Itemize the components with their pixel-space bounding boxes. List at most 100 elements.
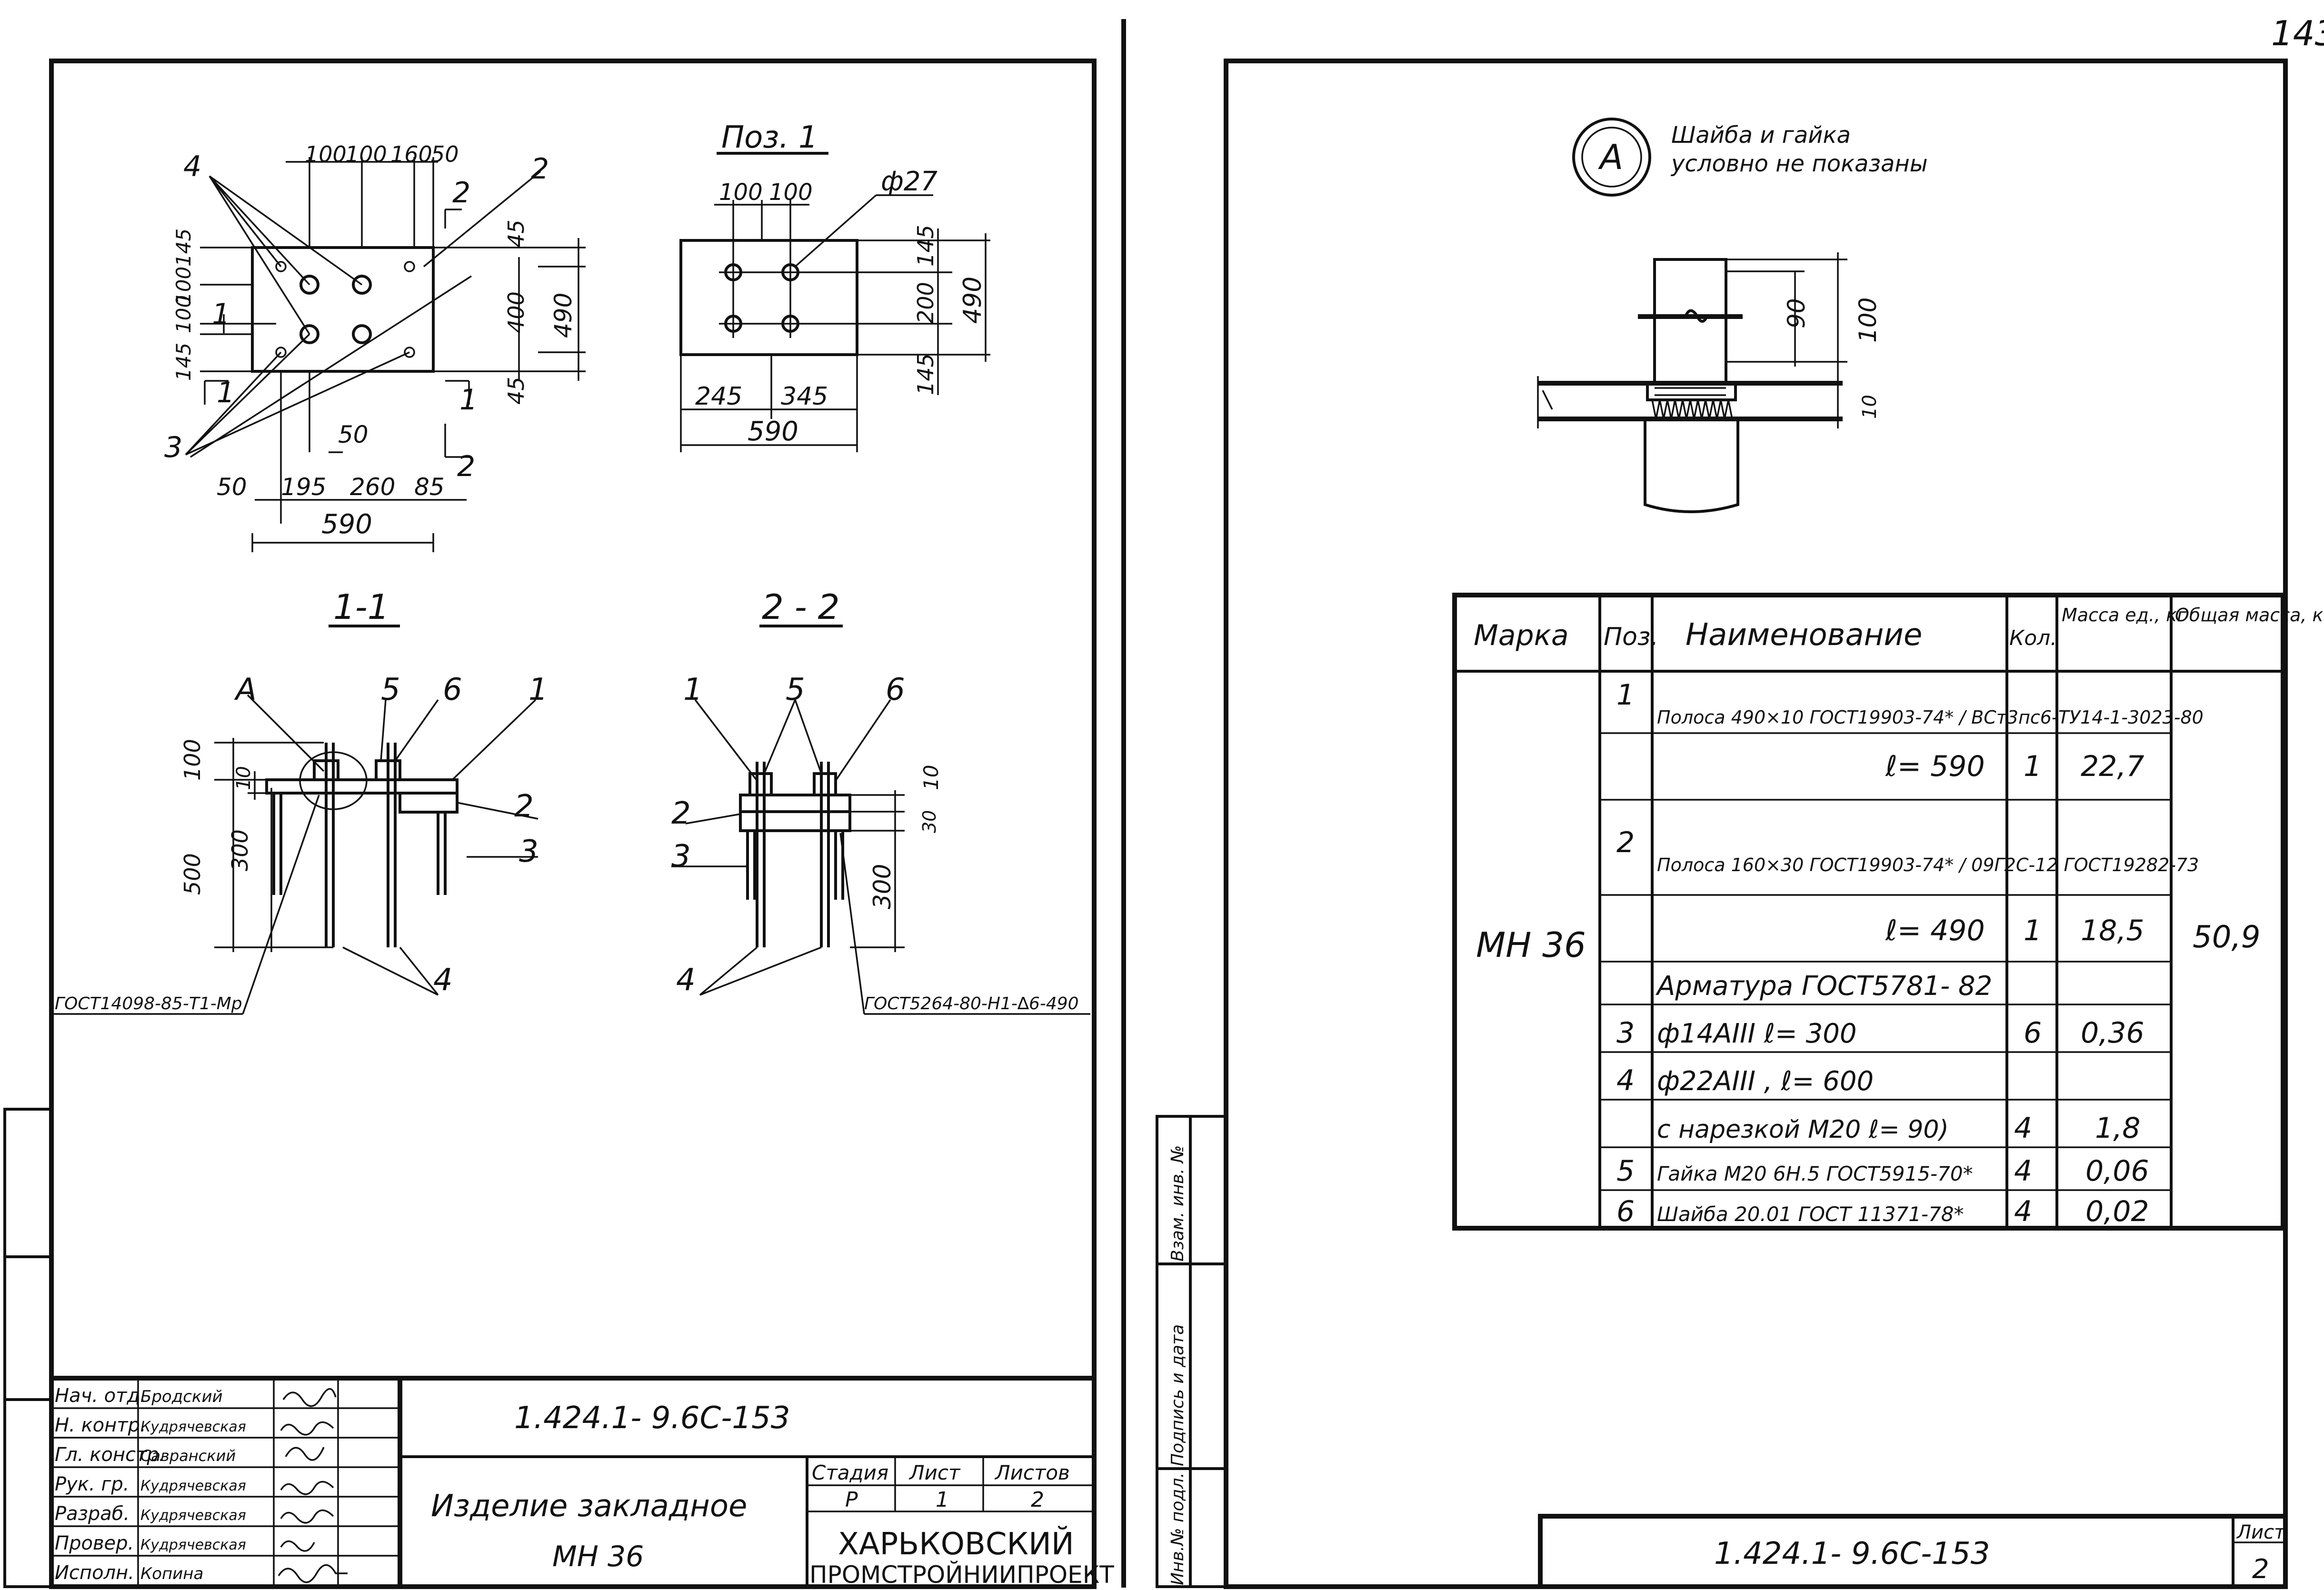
section-1-1-dim-300: 300 bbox=[227, 829, 253, 871]
page-number: 143 bbox=[2271, 13, 2324, 53]
detail-a-plate-stub bbox=[1646, 382, 1737, 401]
section-1-1-callout-4: 4 bbox=[433, 963, 453, 998]
section-2-2: 2 - 2 bbox=[671, 587, 1090, 1015]
row-pos: 5 bbox=[1616, 1154, 1635, 1188]
name-2: Кудрячевская bbox=[140, 1419, 246, 1435]
row-pos: 4 bbox=[1616, 1064, 1635, 1097]
name-4: Кудрячевская bbox=[140, 1478, 246, 1494]
row-pos: 3 bbox=[1616, 1016, 1635, 1050]
table-row: ℓ= 490 1 18,5 bbox=[1885, 914, 2144, 947]
plan-callout-1: 1 bbox=[212, 298, 230, 331]
signatures bbox=[278, 1388, 348, 1583]
plan-left-dim-4: 145 bbox=[172, 343, 195, 381]
product-mark: МН 36 bbox=[552, 1540, 644, 1573]
plan-right-dim-1: 45 bbox=[503, 219, 529, 248]
section-2-2-callout-3: 3 bbox=[671, 839, 691, 874]
row-name: Полоса 490×10 ГОСТ19903-74* / ВСт3пс6-ТУ… bbox=[1657, 707, 2204, 728]
name-6: Кудрячевская bbox=[140, 1537, 246, 1553]
row-name: ℓ= 590 bbox=[1885, 750, 1985, 783]
section-1-1-detail-circle bbox=[299, 751, 368, 810]
table-row: ℓ= 590 1 22,7 bbox=[1885, 750, 2144, 783]
product-title: Изделие закладное bbox=[431, 1489, 747, 1524]
name-1: Бродский bbox=[140, 1387, 223, 1406]
stage-header: Стадия bbox=[812, 1461, 888, 1484]
stage-value: Р bbox=[845, 1488, 858, 1512]
pos1-top-dim-1: 100 bbox=[719, 179, 763, 206]
row-mass: 1,8 bbox=[2095, 1112, 2140, 1145]
row-qty: 6 bbox=[2024, 1016, 2042, 1050]
pos1-overall-width: 590 bbox=[748, 416, 798, 447]
sheet-value: 1 bbox=[936, 1488, 949, 1512]
plan-cut-2: 2 bbox=[452, 176, 470, 209]
plan-hole bbox=[352, 324, 372, 344]
title-block-designation: 1.424.1- 9.6С-153 bbox=[514, 1401, 790, 1436]
sheets-value: 2 bbox=[1031, 1488, 1044, 1512]
section-1-1-callout-6: 6 bbox=[443, 672, 462, 707]
plan-callout-2-top: 2 bbox=[531, 152, 549, 186]
plan-right-dim-2: 400 bbox=[503, 291, 529, 333]
row-name: ф22АIII , ℓ= 600 bbox=[1657, 1066, 1874, 1097]
section-2-2-title: 2 - 2 bbox=[762, 587, 839, 627]
side-stamp: Инв.№ подл. Подпись и дата Взам. инв. № bbox=[1156, 1115, 1227, 1588]
section-1-1-callout-2: 2 bbox=[514, 789, 534, 824]
row-name: ф14АIII ℓ= 300 bbox=[1657, 1018, 1857, 1049]
detail-a-label: А bbox=[1598, 137, 1623, 177]
section-2-2-callout-4: 4 bbox=[676, 963, 696, 998]
plan-top-dim-1: 100 bbox=[305, 141, 347, 167]
plan-callout-3: 3 bbox=[164, 431, 182, 464]
row-name: Гайка М20 6Н.5 ГОСТ5915-70* bbox=[1657, 1162, 1973, 1185]
row-mass: 0,06 bbox=[2085, 1154, 2149, 1188]
org-line-2: ПРОМСТРОЙНИИПРОЕКТ bbox=[809, 1560, 1114, 1589]
section-2-2-nut bbox=[813, 772, 837, 796]
plan-inner-dim: 50 bbox=[338, 421, 369, 448]
role-3: Гл. констр. bbox=[55, 1444, 165, 1466]
side-stamp-vzam-inv: Взам. инв. № bbox=[1168, 1145, 1187, 1262]
plan-cut-1-left: 1 bbox=[217, 376, 235, 409]
section-2-2-callout-6: 6 bbox=[886, 672, 905, 707]
table-row: 4 ф22АIII , ℓ= 600 bbox=[1616, 1064, 1874, 1097]
row-name: Шайба 20.01 ГОСТ 11371-78* bbox=[1657, 1202, 1964, 1226]
detail-a-circle-inner bbox=[1581, 127, 1642, 188]
detail-a-note-line-1: Шайба и гайка bbox=[1671, 122, 1851, 149]
plan-left-dim-3: 100 bbox=[172, 295, 195, 333]
plan-bottom-dim-3: 260 bbox=[350, 473, 395, 501]
table-row: 2 Полоса 160×30 ГОСТ19903-74* / 09Г2С-12… bbox=[1616, 826, 2199, 875]
org-line-1: ХАРЬКОВСКИЙ bbox=[838, 1526, 1074, 1562]
row-name: Полоса 160×30 ГОСТ19903-74* / 09Г2С-12 Г… bbox=[1657, 855, 2199, 875]
table-row: 1 Полоса 490×10 ГОСТ19903-74* / ВСт3пс6-… bbox=[1616, 678, 2204, 728]
pos1-plate-outline bbox=[679, 239, 858, 356]
spec-mark-value: МН 36 bbox=[1476, 925, 1586, 965]
left-title-block: Нач. отд. Н. контр. Гл. констр. Рук. гр.… bbox=[49, 1376, 1114, 1589]
plan-right-dim-3: 45 bbox=[503, 377, 529, 405]
detail-a-dim-90: 90 bbox=[1783, 298, 1810, 328]
plan-plate-outline bbox=[251, 246, 435, 373]
section-1-1-dim-100: 100 bbox=[180, 739, 205, 781]
right-bottom-stamp: 1.424.1- 9.6С-153 Лист 2 bbox=[1538, 1514, 2288, 1589]
pos1-hole-dim: ф27 bbox=[881, 166, 938, 197]
plan-cut-1-right: 1 bbox=[459, 383, 478, 417]
name-7: Копина bbox=[140, 1564, 203, 1583]
detail-a-rod bbox=[1653, 258, 1727, 385]
role-2: Н. контр. bbox=[55, 1414, 146, 1436]
spec-total-mass: 50,9 bbox=[2193, 920, 2261, 955]
table-row: с нарезкой М20 ℓ= 90) 4 1,8 bbox=[1657, 1112, 2140, 1145]
right-sheet-frame bbox=[1224, 59, 2288, 1589]
pos1-right-dim-3: 145 bbox=[913, 353, 938, 395]
plan-overall-width: 590 bbox=[321, 509, 372, 540]
row-qty: 4 bbox=[2014, 1112, 2032, 1145]
row-pos: 1 bbox=[1616, 678, 1635, 712]
plan-hole bbox=[299, 275, 319, 295]
pos1-right-dim-2: 200 bbox=[913, 282, 938, 324]
role-4: Рук. гр. bbox=[55, 1473, 130, 1495]
sheet-header: Лист bbox=[908, 1461, 961, 1484]
bottom-designation: 1.424.1- 9.6С-153 bbox=[1714, 1536, 1990, 1571]
role-7: Исполн. bbox=[55, 1562, 134, 1584]
pos1-overall-height: 490 bbox=[958, 277, 987, 324]
row-mass: 22,7 bbox=[2081, 750, 2144, 783]
plan-bottom-dim-1: 50 bbox=[217, 473, 247, 501]
section-1-1: 1-1 bbox=[52, 587, 548, 1015]
side-stamp-signature-date: Подпись и дата bbox=[1168, 1324, 1187, 1466]
section-1-1-callout-1: 1 bbox=[529, 672, 548, 707]
section-1-1-weld-note: ГОСТ14098-85-Т1-Мр bbox=[55, 994, 242, 1014]
detail-a-dim-100: 100 bbox=[1854, 298, 1882, 343]
